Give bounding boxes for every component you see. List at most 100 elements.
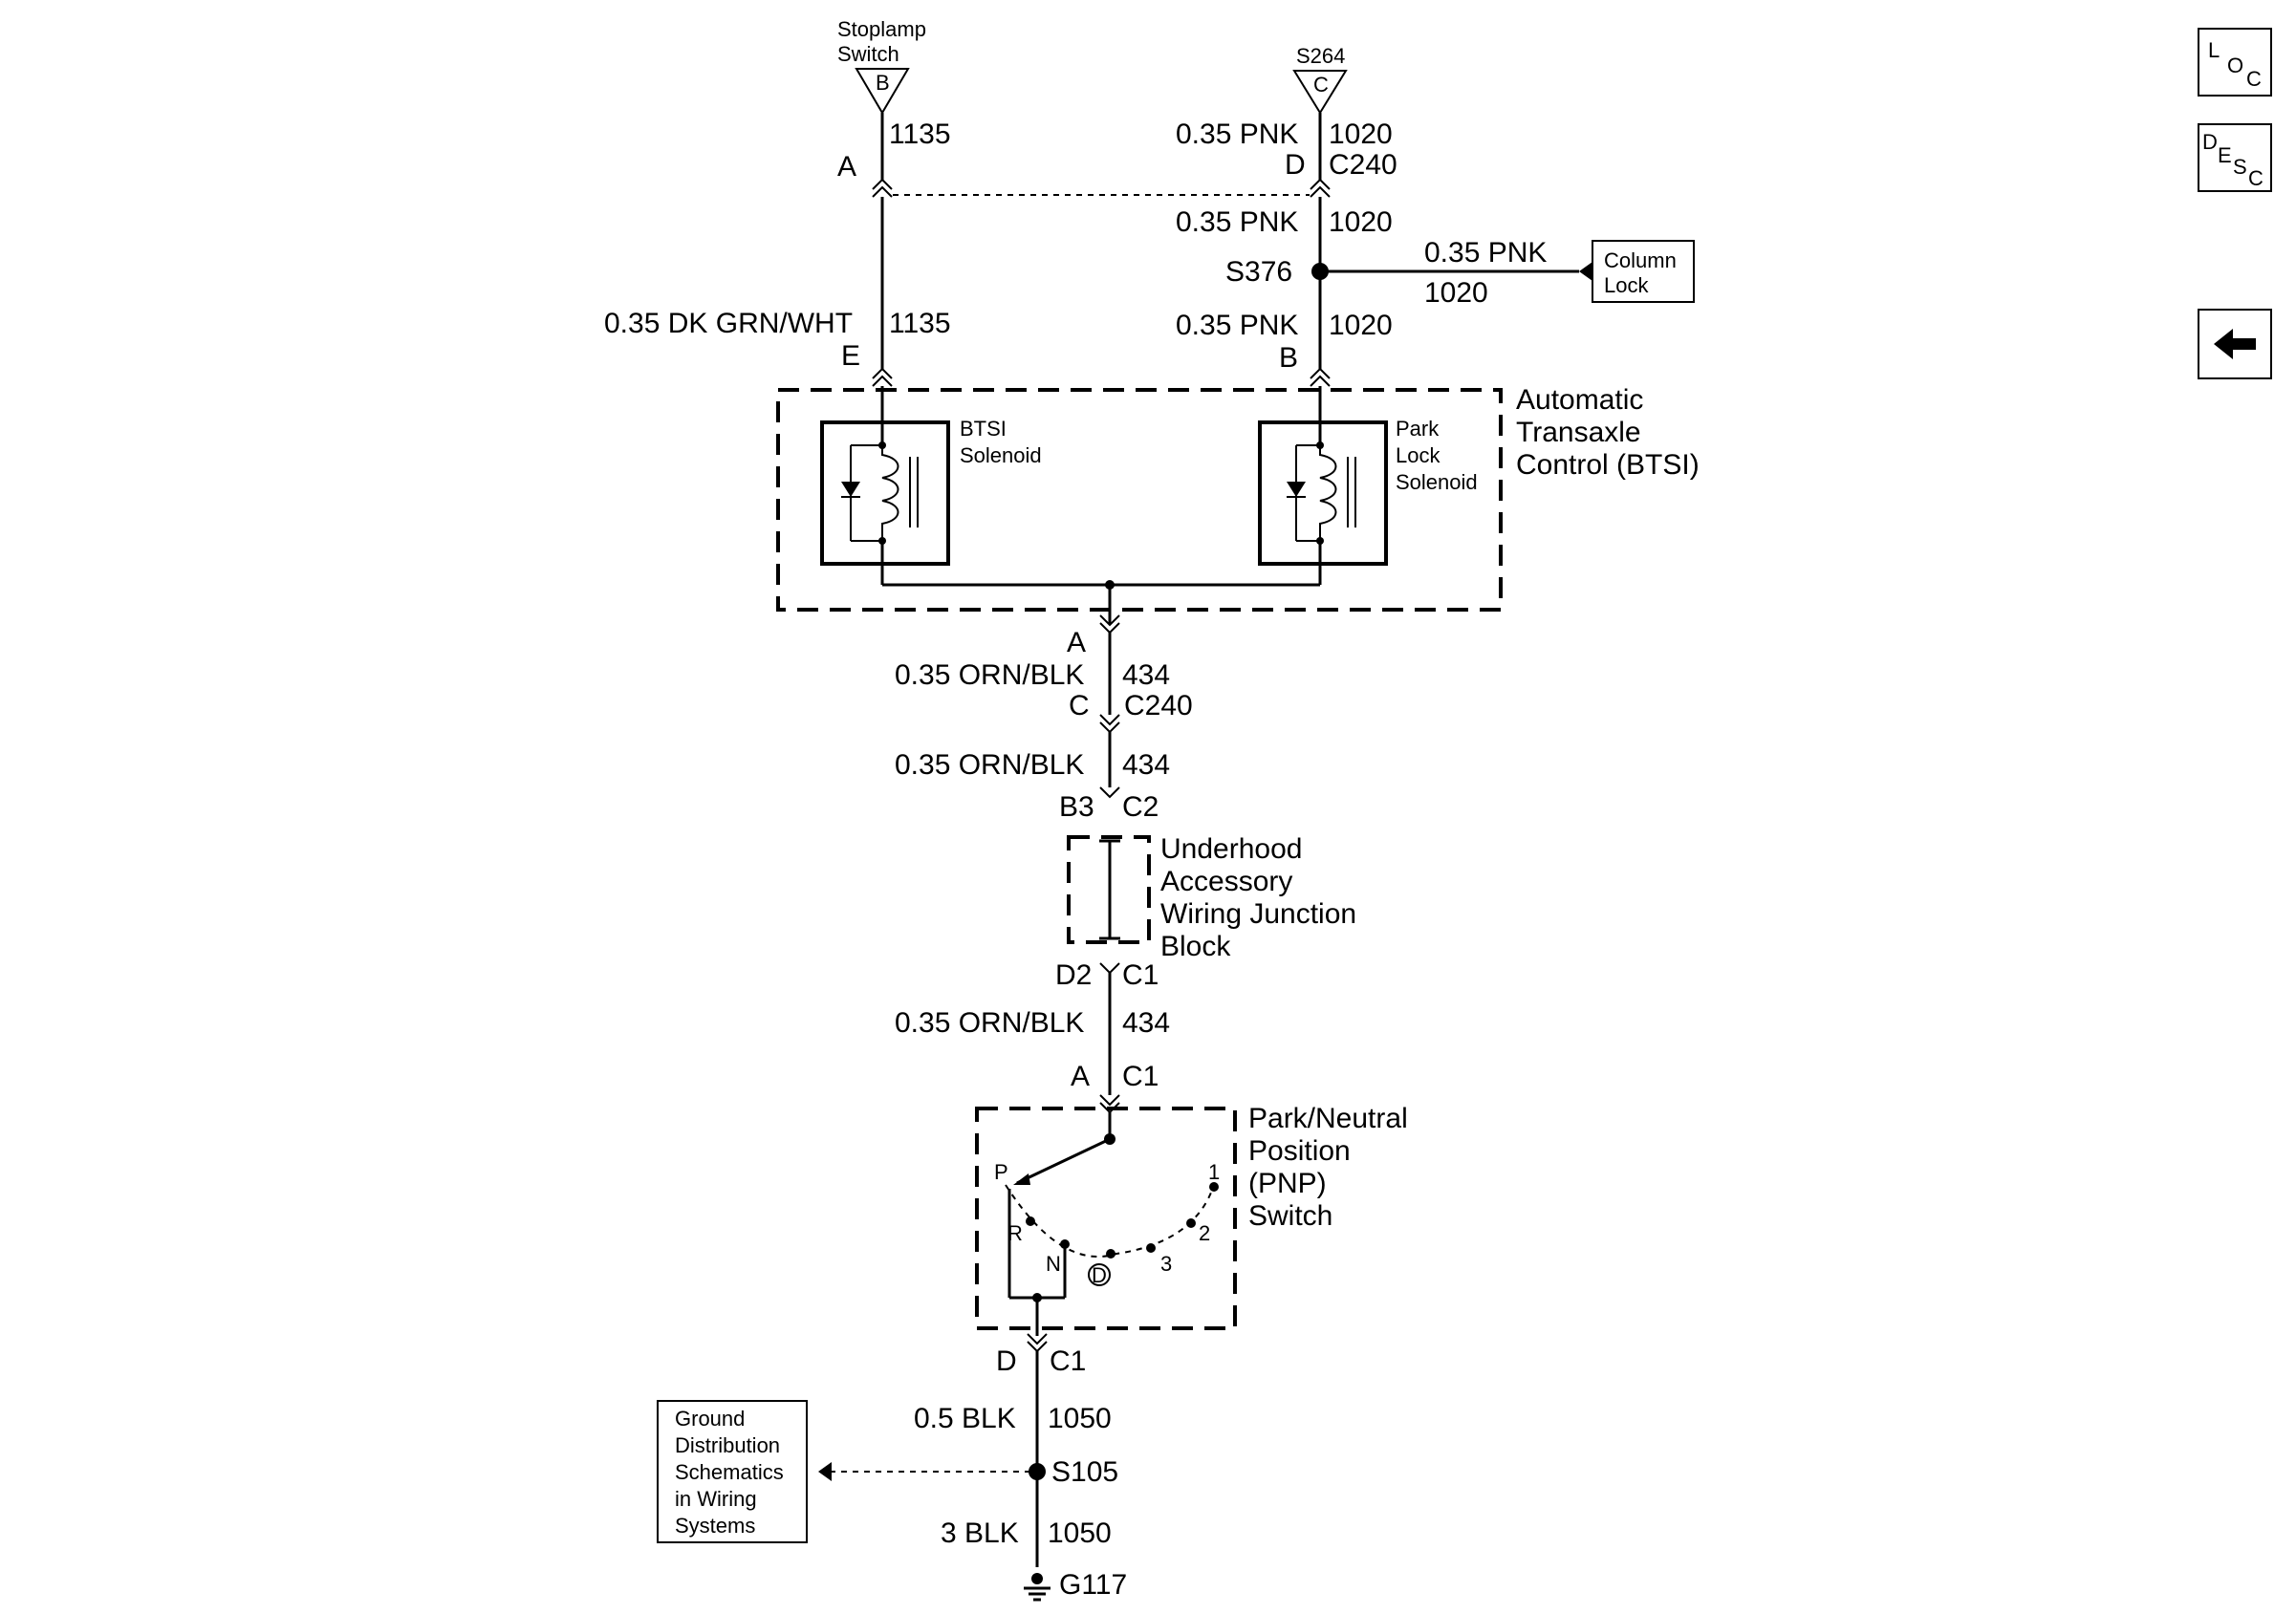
wire-1020-label-c: 1020 bbox=[1329, 310, 1393, 341]
connector-e-label: E bbox=[841, 340, 860, 372]
connector-a2-label: A bbox=[1067, 627, 1086, 658]
connector-d2-label: D2 bbox=[1055, 959, 1092, 991]
wire-orn-label-2: 0.35 ORN/BLK bbox=[895, 749, 1084, 781]
wire-1020-label-a: 1020 bbox=[1329, 118, 1393, 150]
wire-1020-column-label: 1020 bbox=[1424, 277, 1488, 309]
coil-icon-2 bbox=[1319, 445, 1337, 541]
pnp-pos-d: D bbox=[1092, 1263, 1107, 1287]
pnp-switch-title-2: Position bbox=[1248, 1135, 1351, 1167]
wire-1020-label-b: 1020 bbox=[1329, 206, 1393, 238]
wire-pnk-label-a: 0.35 PNK bbox=[1176, 118, 1298, 150]
connector-d-ground-label: D bbox=[996, 1345, 1017, 1377]
ground-ref-label-4: in Wiring bbox=[675, 1487, 757, 1511]
desc-letter-d: D bbox=[2202, 130, 2218, 154]
wire-1050-label-1: 1050 bbox=[1048, 1403, 1112, 1434]
ground-g117-label: G117 bbox=[1059, 1569, 1127, 1601]
connector-c-label: C bbox=[1069, 690, 1090, 721]
s264-terminal-icon bbox=[1292, 70, 1348, 115]
pnp-pos-p: P bbox=[994, 1160, 1008, 1184]
splice-s105-label: S105 bbox=[1051, 1456, 1118, 1488]
btsi-solenoid bbox=[820, 386, 950, 585]
stoplamp-switch-label-2: Switch bbox=[837, 42, 899, 66]
splice-s376-label: S376 bbox=[1225, 256, 1292, 288]
stoplamp-terminal-icon bbox=[855, 68, 910, 115]
connector-d-icon bbox=[1310, 178, 1331, 198]
connector-c1-label-b: C1 bbox=[1122, 1061, 1159, 1092]
diode-icon-2 bbox=[1287, 482, 1306, 497]
btsi-title-2: Transaxle bbox=[1516, 417, 1641, 448]
pnp-pos-r: R bbox=[1007, 1221, 1023, 1245]
ground-ref-label-2: Distribution bbox=[675, 1433, 780, 1457]
desc-letter-e: E bbox=[2218, 143, 2232, 167]
connector-d-label: D bbox=[1285, 149, 1306, 181]
connector-b-label: B bbox=[1279, 342, 1298, 374]
loc-button[interactable]: L O C bbox=[2198, 28, 2272, 97]
connector-c1-ground-label: C1 bbox=[1050, 1345, 1086, 1377]
s264-label: S264 bbox=[1296, 44, 1345, 68]
wire-1135-label-mid: 1135 bbox=[889, 308, 951, 339]
park-lock-solenoid-label-2: Lock bbox=[1396, 443, 1440, 467]
wire-orn-label-1: 0.35 ORN/BLK bbox=[895, 659, 1084, 691]
park-lock-solenoid bbox=[1258, 386, 1388, 585]
left-arrow-icon bbox=[2214, 329, 2256, 359]
loc-letter-c: C bbox=[2246, 67, 2262, 91]
connector-e-icon bbox=[872, 367, 893, 387]
connector-c240-label-b: C240 bbox=[1124, 690, 1193, 721]
pnp-pos-3: 3 bbox=[1160, 1252, 1172, 1276]
btsi-module-box bbox=[776, 388, 1503, 612]
s264-terminal-label: C bbox=[1313, 73, 1329, 97]
wire-pnk-label-b: 0.35 PNK bbox=[1176, 206, 1298, 238]
loc-letter-l: L bbox=[2208, 38, 2220, 62]
pnp-position-arc bbox=[1005, 1184, 1215, 1258]
btsi-title-3: Control (BTSI) bbox=[1516, 449, 1700, 481]
btsi-title: Automatic bbox=[1516, 384, 1643, 416]
ground-ref-arrow-icon bbox=[818, 1462, 832, 1481]
junction-block-title: Underhood bbox=[1160, 833, 1302, 865]
park-lock-solenoid-label: Park bbox=[1396, 417, 1440, 441]
ground-ref-box[interactable] bbox=[657, 1400, 808, 1543]
loc-letter-o: O bbox=[2227, 54, 2243, 77]
desc-letter-s: S bbox=[2233, 155, 2247, 179]
wire-434-label-1: 434 bbox=[1122, 659, 1170, 691]
connector-a-label: A bbox=[837, 151, 856, 183]
wire-orn-label-3: 0.35 ORN/BLK bbox=[895, 1007, 1084, 1039]
connector-c2-label: C2 bbox=[1122, 791, 1159, 823]
junction-block-title-2: Accessory bbox=[1160, 866, 1292, 897]
ground-ref-label-3: Schematics bbox=[675, 1460, 784, 1484]
wire-pnk-column-label: 0.35 PNK bbox=[1424, 237, 1547, 269]
stoplamp-switch-label: Stoplamp bbox=[837, 17, 926, 41]
junction-block-box bbox=[1067, 835, 1151, 944]
wire-1050-label-2: 1050 bbox=[1048, 1517, 1112, 1549]
column-lock-arrow-icon bbox=[1579, 262, 1592, 281]
btsi-solenoid-label: BTSI bbox=[960, 417, 1007, 441]
ground-symbol-icon bbox=[1024, 1573, 1051, 1602]
coil-icon bbox=[881, 445, 899, 541]
wire-dkgrn-label: 0.35 DK GRN/WHT bbox=[604, 308, 853, 339]
desc-button[interactable]: D E S C bbox=[2198, 123, 2272, 192]
connector-d-pnp-icon bbox=[1027, 1333, 1048, 1353]
pnp-switch-box bbox=[975, 1107, 1237, 1330]
connector-b3-label: B3 bbox=[1059, 791, 1094, 823]
connector-a3-label: A bbox=[1071, 1061, 1090, 1092]
connector-c240-icon bbox=[1099, 714, 1120, 734]
back-button[interactable] bbox=[2198, 309, 2272, 379]
connector-b-icon bbox=[1310, 367, 1331, 387]
column-lock-label: Column bbox=[1604, 248, 1677, 272]
btsi-solenoid-label-2: Solenoid bbox=[960, 443, 1042, 467]
junction-block-title-4: Block bbox=[1160, 931, 1231, 962]
junction-block-title-3: Wiring Junction bbox=[1160, 898, 1356, 930]
pnp-pos-2: 2 bbox=[1199, 1221, 1210, 1245]
wire-blk-label-1: 0.5 BLK bbox=[914, 1403, 1016, 1434]
connector-c1-label-a: C1 bbox=[1122, 959, 1159, 991]
connector-a-icon bbox=[872, 178, 893, 198]
connector-c240-label-a: C240 bbox=[1329, 149, 1397, 181]
ground-ref-label-5: Systems bbox=[675, 1514, 755, 1538]
ground-ref-label: Ground bbox=[675, 1407, 745, 1431]
pnp-switch-title: Park/Neutral bbox=[1248, 1103, 1408, 1134]
pnp-contact-arm bbox=[1016, 1137, 1111, 1185]
wire-blk-label-2: 3 BLK bbox=[941, 1517, 1019, 1549]
wire-1135-label-top: 1135 bbox=[889, 118, 951, 150]
stoplamp-terminal-label: B bbox=[876, 71, 890, 95]
